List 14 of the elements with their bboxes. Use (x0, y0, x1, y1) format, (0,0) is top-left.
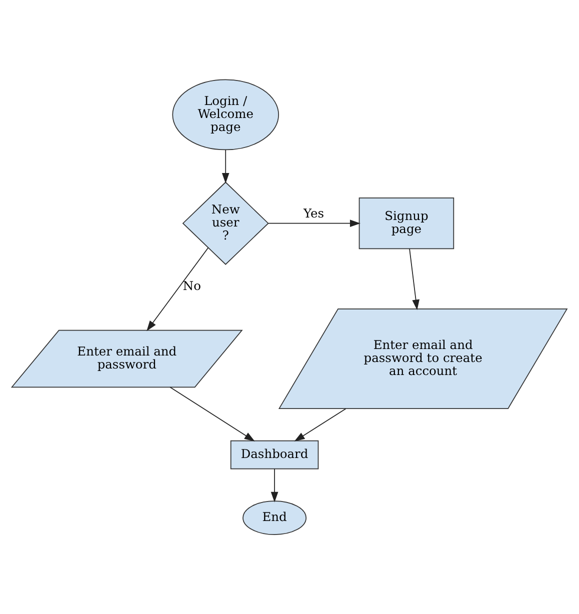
arrow (170, 386, 255, 442)
arrow (294, 408, 346, 442)
node-ellipse: Login / Welcome page (172, 79, 279, 150)
arrow (409, 248, 420, 310)
arrow (222, 150, 230, 184)
arrow (268, 220, 360, 227)
edge-label: No (182, 278, 201, 293)
arrow (146, 247, 209, 332)
edge-label: Yes (304, 206, 324, 220)
arrow (270, 468, 278, 502)
node-diamond: New user ? (182, 182, 269, 265)
node-box: Signup page (358, 198, 454, 250)
node-ellipse: End (242, 500, 307, 536)
node-box: Dashboard (230, 440, 319, 470)
